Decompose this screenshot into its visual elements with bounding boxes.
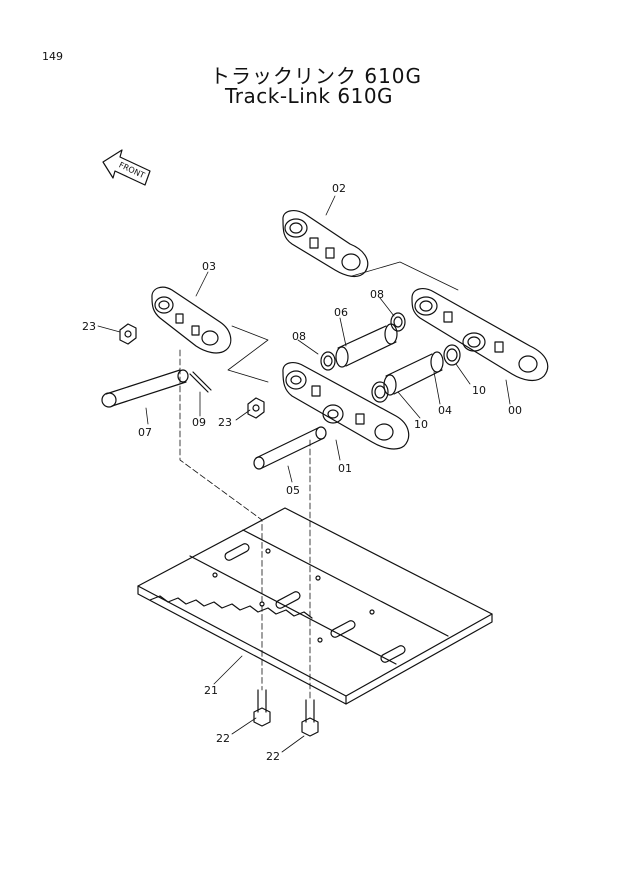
pin-05 <box>253 426 327 470</box>
title-english: Track-Link 610G <box>225 84 394 108</box>
callout-05: 05 <box>286 484 300 497</box>
title-japanese: トラックリンク 610G <box>210 64 423 88</box>
link-03 <box>151 286 232 354</box>
assembly-lines <box>179 261 459 701</box>
link-01 <box>282 362 410 450</box>
callout-22: 22 <box>266 750 280 763</box>
callout-00: 00 <box>508 404 522 417</box>
callout-08: 08 <box>370 288 384 301</box>
callout-07: 07 <box>138 426 152 439</box>
bolt-22-right <box>301 699 319 737</box>
callout-02: 02 <box>332 182 346 195</box>
bushing-06 <box>335 323 398 368</box>
seal-10-lower <box>371 381 389 403</box>
link-02 <box>282 210 369 278</box>
callout-08: 08 <box>292 330 306 343</box>
link-00 <box>411 288 549 382</box>
callout-01: 01 <box>338 462 352 475</box>
callout-labels: 02 03 23 08 06 08 10 04 10 00 07 09 23 0… <box>82 182 522 763</box>
seal-10-right <box>443 344 461 366</box>
pin-07 <box>101 369 189 408</box>
callout-10: 10 <box>472 384 486 397</box>
seal-08-lower <box>320 351 336 371</box>
callout-leaders <box>97 195 511 753</box>
nut-23-center <box>247 397 265 419</box>
callout-23: 23 <box>218 416 232 429</box>
callout-03: 03 <box>202 260 216 273</box>
cotter-pin-09 <box>189 371 212 393</box>
bolt-22-left <box>253 689 271 727</box>
bushing-04 <box>383 351 444 396</box>
page-number: 149 <box>42 50 63 63</box>
front-label: FRONT <box>117 160 146 180</box>
callout-06: 06 <box>334 306 348 319</box>
track-shoe-21 <box>137 507 493 705</box>
callout-04: 04 <box>438 404 452 417</box>
callout-10: 10 <box>414 418 428 431</box>
nut-23-left <box>119 323 137 345</box>
callout-21: 21 <box>204 684 218 697</box>
callout-22: 22 <box>216 732 230 745</box>
seal-08-upper <box>390 312 406 332</box>
callout-23: 23 <box>82 320 96 333</box>
callout-09: 09 <box>192 416 206 429</box>
front-arrow-icon: FRONT <box>102 149 151 186</box>
